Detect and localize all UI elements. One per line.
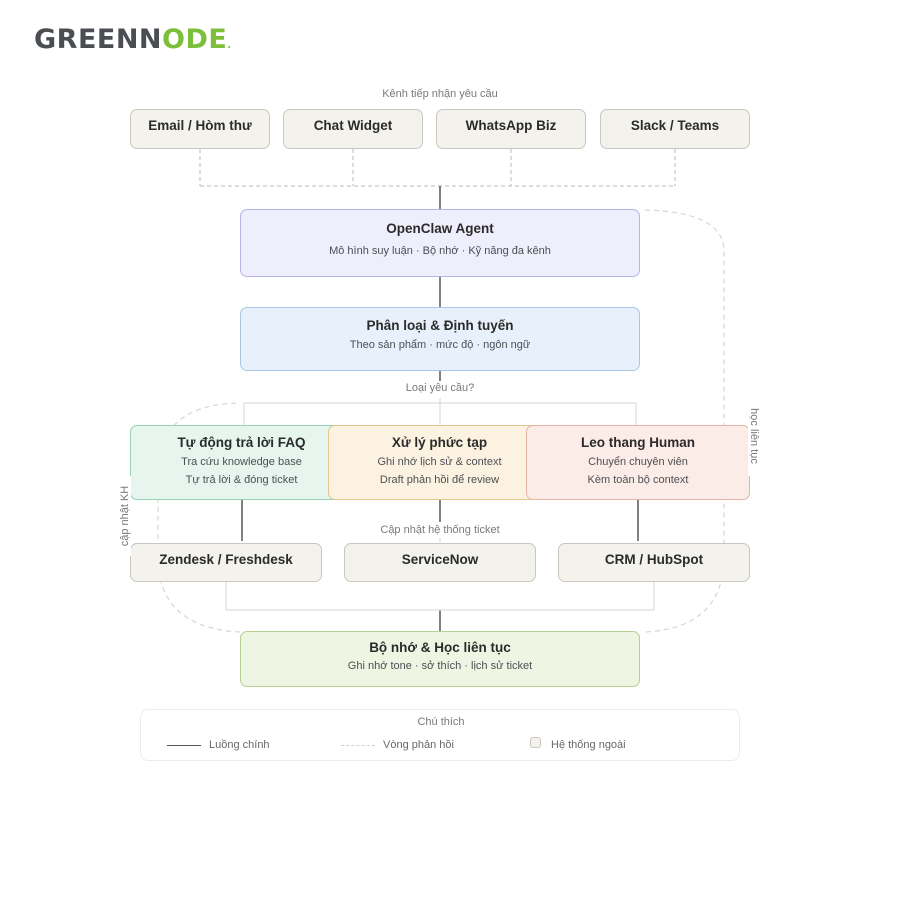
legend-external-system: Hệ thống ngoài [551,739,626,751]
routing-subtitle: Theo sản phẩm · mức độ · ngôn ngữ [349,339,531,351]
legend-title: Chú thích [417,716,465,728]
memory-node: Bộ nhớ & Học liên tục Ghi nhớ tone · sở … [240,631,640,687]
main-flow-lines [241,186,639,631]
channel-email: Email / Hòm thư [130,109,270,149]
ticket-update-label: Cập nhật hệ thống ticket [360,524,520,536]
side-label-left: cập nhật KH [119,476,131,556]
legend-main-flow: Luồng chính [209,739,270,751]
memory-subtitle: Ghi nhớ tone · sở thích · lịch sử ticket [347,660,533,672]
channel-chat-widget: Chat Widget [283,109,423,149]
intake-connectors [199,149,676,187]
legend-dashed-swatch [341,745,375,746]
agent-subtitle: Mô hình suy luận · Bộ nhớ · Kỹ năng đa k… [329,245,551,257]
handler-faq-node: Tự động trả lời FAQ Tra cứu knowledge ba… [130,425,353,500]
system-servicenow: ServiceNow [344,543,536,582]
side-label-right: học liên tục [748,396,760,476]
intake-label: Kênh tiếp nhận yêu cầu [382,88,498,100]
channel-whatsapp: WhatsApp Biz [436,109,586,149]
routing-title: Phân loại & Định tuyến [366,318,514,333]
legend: Chú thích Luồng chính Vòng phản hồi Hệ t… [140,709,740,761]
feedback-loop-left [157,402,241,633]
system-zendesk: Zendesk / Freshdesk [130,543,322,582]
legend-solid-swatch [167,745,201,746]
legend-feedback-loop: Vòng phản hồi [383,739,454,751]
handler-complex-node: Xử lý phức tạp Ghi nhớ lịch sử & context… [328,425,551,500]
system-hubspot: CRM / HubSpot [558,543,750,582]
memory-title: Bộ nhớ & Học liên tục [369,640,511,655]
branch-lines [225,398,655,611]
agent-title: OpenClaw Agent [386,221,494,236]
channel-slack-teams: Slack / Teams [600,109,750,149]
greennode-logo: GREENNODE. [34,24,232,55]
routing-node: Phân loại & Định tuyến Theo sản phẩm · m… [240,307,640,371]
request-type-label: Loại yêu cầu? [390,382,490,394]
openclaw-agent-node: OpenClaw Agent Mô hình suy luận · Bộ nhớ… [240,209,640,277]
legend-box-swatch [530,737,541,748]
handler-human-node: Leo thang Human Chuyển chuyên viên Kèm t… [526,425,750,500]
